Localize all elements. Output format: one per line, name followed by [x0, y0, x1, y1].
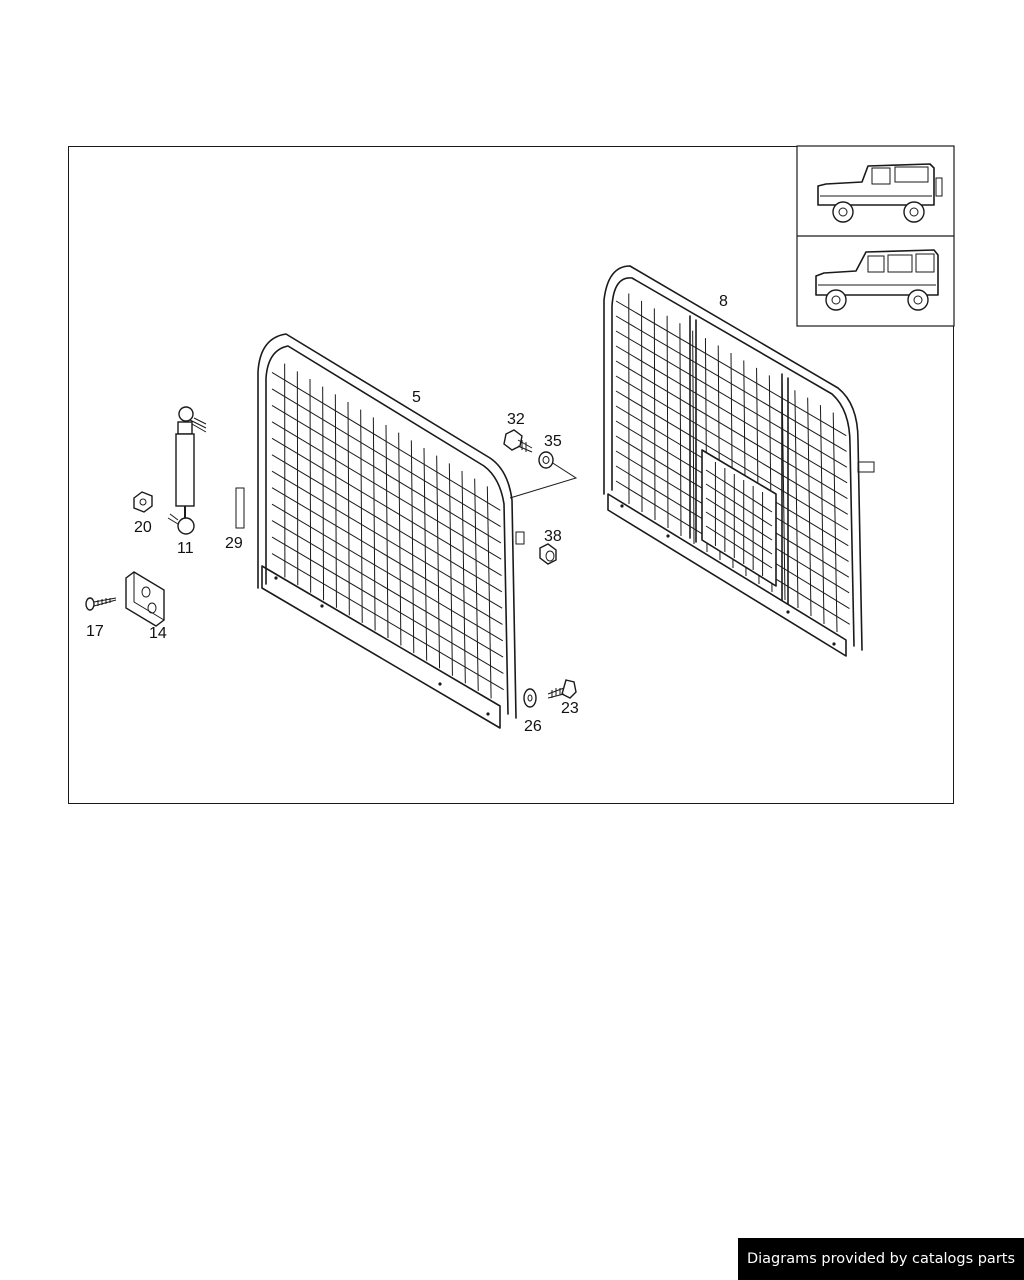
washer-26	[523, 688, 537, 708]
washer-35	[538, 451, 554, 469]
screw-17	[85, 597, 117, 611]
partition-grille-5	[257, 333, 525, 729]
nut-20	[133, 491, 153, 513]
label-part-20: 20	[134, 519, 152, 536]
part-labels: 5 8 32 35 38 20 11 29 17 14 26 23	[86, 293, 728, 735]
label-part-8: 8	[719, 293, 728, 310]
mounting-plate-14	[125, 571, 165, 627]
label-part-17: 17	[86, 623, 104, 640]
label-part-5: 5	[412, 389, 421, 406]
grille-mesh-8	[615, 293, 850, 633]
grille-mesh-5	[271, 363, 504, 699]
strip-29	[235, 487, 245, 529]
vehicle-thumbnail-2	[815, 249, 939, 311]
label-part-14: 14	[149, 625, 167, 642]
vehicle-thumbnail-1	[817, 163, 943, 223]
gas-strut-11	[167, 406, 207, 535]
label-part-26: 26	[524, 718, 542, 735]
diagram-credit: Diagrams provided by catalogs parts	[738, 1238, 1024, 1280]
label-part-11: 11	[177, 540, 194, 557]
spacer-38	[539, 543, 557, 565]
grille-door-mesh-8	[705, 462, 773, 576]
bolt-32	[503, 429, 533, 453]
partition-grille-8	[603, 265, 875, 657]
label-part-29: 29	[225, 535, 243, 552]
label-part-35: 35	[544, 433, 562, 450]
vehicle-thumbnail-panel	[796, 145, 955, 327]
bolt-23	[547, 679, 577, 699]
label-part-23: 23	[561, 700, 579, 717]
label-part-38: 38	[544, 528, 562, 545]
label-part-32: 32	[507, 411, 525, 428]
